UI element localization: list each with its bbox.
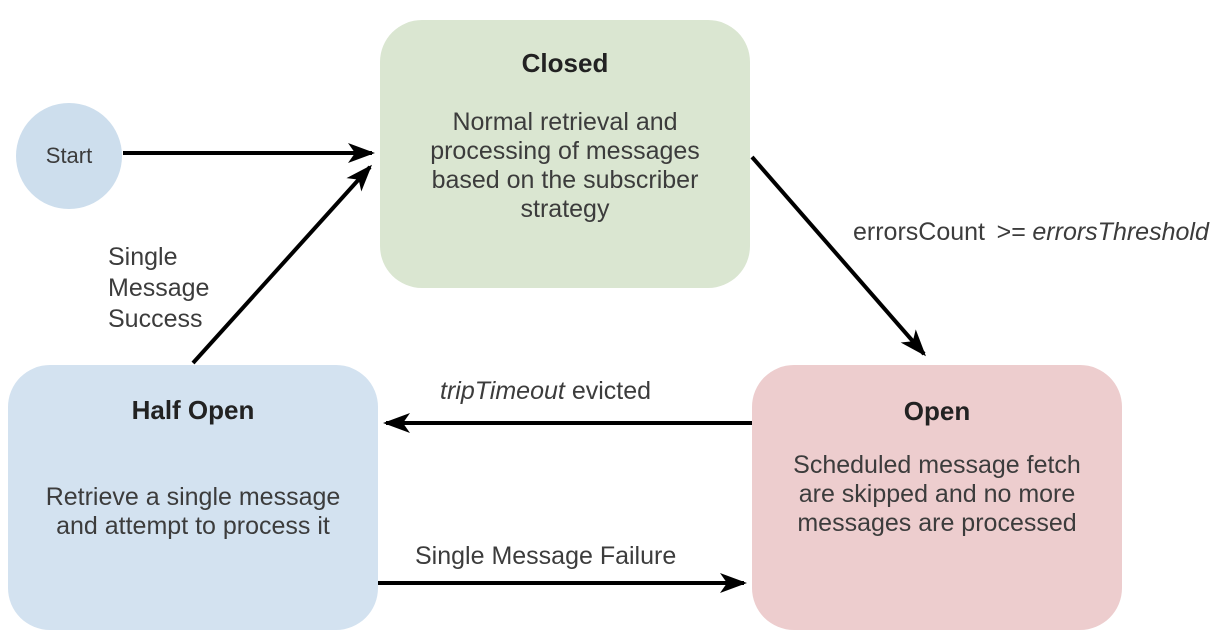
label-half-open-to-open: Single Message Failure — [415, 542, 677, 570]
open-body: Scheduled message fetch are skipped and … — [793, 451, 1081, 537]
edge-half-open-to-closed — [191, 164, 373, 365]
node-closed: Closed Normal retrieval and processing o… — [380, 20, 750, 288]
label-evicted: evicted — [571, 377, 652, 405]
open-title: Open — [903, 396, 971, 426]
label-closed-to-open: errorsCount >= errorsThreshold — [853, 217, 1209, 247]
half-open-body: Retrieve a single message and attempt to… — [45, 483, 341, 540]
node-open: Open Scheduled message fetch are skipped… — [752, 365, 1122, 630]
label-half-open-to-closed: Single Message Success — [108, 243, 210, 333]
label-trip-timeout: tripTimeout — [440, 377, 565, 405]
label-errors-threshold: >= errorsThreshold — [996, 218, 1209, 246]
start-label: Start — [45, 143, 93, 168]
label-errors-count: errorsCount — [853, 218, 985, 246]
edge-closed-to-open — [750, 155, 926, 357]
node-half-open: Half Open Retrieve a single message and … — [8, 365, 378, 630]
closed-title: Closed — [521, 48, 609, 78]
closed-body: Normal retrieval and processing of messa… — [430, 108, 700, 223]
half-open-title: Half Open — [131, 395, 255, 425]
node-start: Start — [16, 103, 122, 209]
